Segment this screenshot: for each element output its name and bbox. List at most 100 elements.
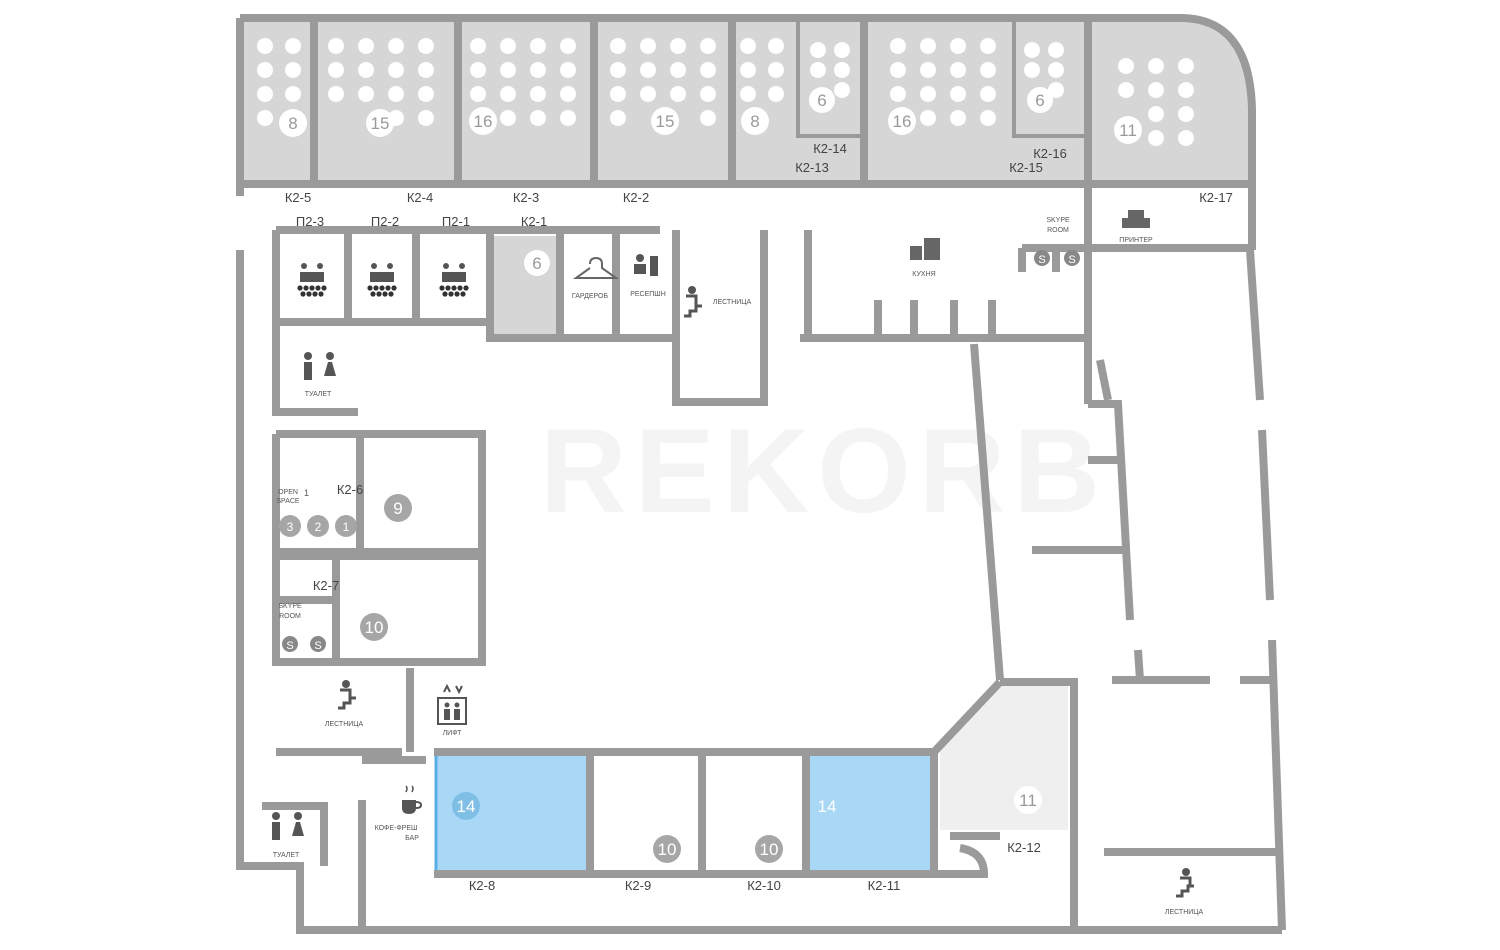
stairs-left: ЛЕСТНИЦА [325, 680, 364, 728]
seat [1148, 130, 1164, 146]
seat [560, 110, 576, 126]
open-space-1[interactable]: OPEN SPACE 1 3 2 1 [276, 488, 357, 537]
seat [1048, 42, 1064, 58]
office-k2-7[interactable]: 10 [338, 556, 482, 660]
seat [670, 62, 686, 78]
seat [1178, 130, 1194, 146]
seat [920, 38, 936, 54]
seat [920, 110, 936, 126]
seat [285, 38, 301, 54]
office-capacity: 6 [532, 254, 541, 273]
printer-icon [1122, 210, 1150, 228]
label-k2-6: К2-6 [337, 482, 363, 497]
seat [1148, 58, 1164, 74]
office-capacity: 11 [1019, 791, 1037, 810]
reception-icon [634, 254, 658, 276]
seat [500, 110, 516, 126]
label-k2-9: К2-9 [625, 878, 651, 893]
seat [1048, 82, 1064, 98]
seat [890, 86, 906, 102]
label-k2-17: К2-17 [1199, 190, 1233, 205]
label-k2-1: К2-1 [521, 214, 547, 229]
seat [530, 38, 546, 54]
seat [388, 110, 404, 126]
skype-glyph: S [286, 640, 293, 652]
seat [768, 86, 784, 102]
seat [257, 110, 273, 126]
reception: РЕСЕПШН [630, 254, 666, 298]
office-k2-1[interactable]: 6 [493, 236, 559, 334]
seat [530, 110, 546, 126]
office-k2-16[interactable]: 6 [1018, 26, 1084, 136]
skype-room-left[interactable]: SKYPE ROOM S S [278, 603, 326, 652]
skype-room-top[interactable]: SKYPE ROOM S S [1034, 217, 1080, 266]
seat [388, 38, 404, 54]
skype-room-label-2: ROOM [279, 613, 301, 620]
skype-icon [1034, 250, 1050, 266]
office-capacity: 6 [1035, 91, 1044, 110]
toilet-label: ТУАЛЕТ [305, 391, 332, 398]
office-k2-10[interactable]: 10 [704, 754, 804, 874]
toilet-bottom: ТУАЛЕТ [272, 812, 304, 859]
seat [768, 62, 784, 78]
office-capacity: 8 [750, 112, 759, 131]
seat [1178, 106, 1194, 122]
seat [834, 42, 850, 58]
office-k2-8[interactable]: 14 [434, 752, 590, 876]
office-k2-9[interactable]: 10 [592, 754, 700, 874]
open-space-label-1: OPEN [278, 489, 298, 496]
seat [610, 38, 626, 54]
toilet-top: ТУАЛЕТ [304, 352, 336, 398]
seat [328, 38, 344, 54]
office-k2-12[interactable]: 11 [940, 686, 1068, 830]
seat [1178, 82, 1194, 98]
open-space-seat: 2 [315, 520, 322, 534]
seat [890, 62, 906, 78]
office-capacity: 15 [371, 114, 390, 133]
label-k2-5: К2-5 [285, 190, 311, 205]
skype-glyph: S [1038, 254, 1045, 266]
office-capacity: 16 [893, 112, 912, 131]
label-k2-12: К2-12 [1007, 840, 1041, 855]
wardrobe: ГАРДЕРОБ [572, 256, 620, 300]
open-space-seat: 3 [287, 520, 294, 534]
stairs-label: ЛЕСТНИЦА [325, 721, 364, 728]
seat [257, 62, 273, 78]
seat [700, 86, 716, 102]
office-k2-6[interactable]: 9 [362, 434, 482, 550]
open-space-seat: 1 [343, 520, 350, 534]
seat [1118, 58, 1134, 74]
office-k2-14[interactable]: 6 [800, 26, 860, 136]
skype-icon [282, 636, 298, 652]
elevator-icon [437, 683, 467, 725]
seat [670, 86, 686, 102]
seat [950, 62, 966, 78]
walls [236, 14, 1286, 934]
office-capacity: 9 [393, 499, 402, 518]
seat [1024, 62, 1040, 78]
seat [530, 62, 546, 78]
stairs-label: ЛЕСТНИЦА [1165, 909, 1204, 916]
reception-label: РЕСЕПШН [630, 291, 666, 298]
label-k2-14: К2-14 [813, 141, 847, 156]
seat [700, 62, 716, 78]
stairs-icon [338, 680, 356, 710]
seat [418, 62, 434, 78]
office-k2-5[interactable]: 8 [244, 22, 314, 182]
stairs-top: ЛЕСТНИЦА [684, 286, 752, 318]
office-k2-17[interactable]: 11 [1092, 22, 1248, 182]
stairs-label: ЛЕСТНИЦА [713, 299, 752, 306]
seat [700, 110, 716, 126]
printer-label: ПРИНТЕР [1119, 237, 1153, 244]
seat [500, 38, 516, 54]
label-k2-2: К2-2 [623, 190, 649, 205]
skype-glyph: S [1068, 254, 1075, 266]
seat [358, 86, 374, 102]
wardrobe-label: ГАРДЕРОБ [572, 293, 609, 300]
office-k2-11[interactable]: 14 [805, 752, 937, 876]
label-p2-1: П2-1 [442, 214, 470, 229]
seat [670, 38, 686, 54]
seat [470, 38, 486, 54]
coffee-icon [402, 785, 423, 814]
seat [257, 38, 273, 54]
